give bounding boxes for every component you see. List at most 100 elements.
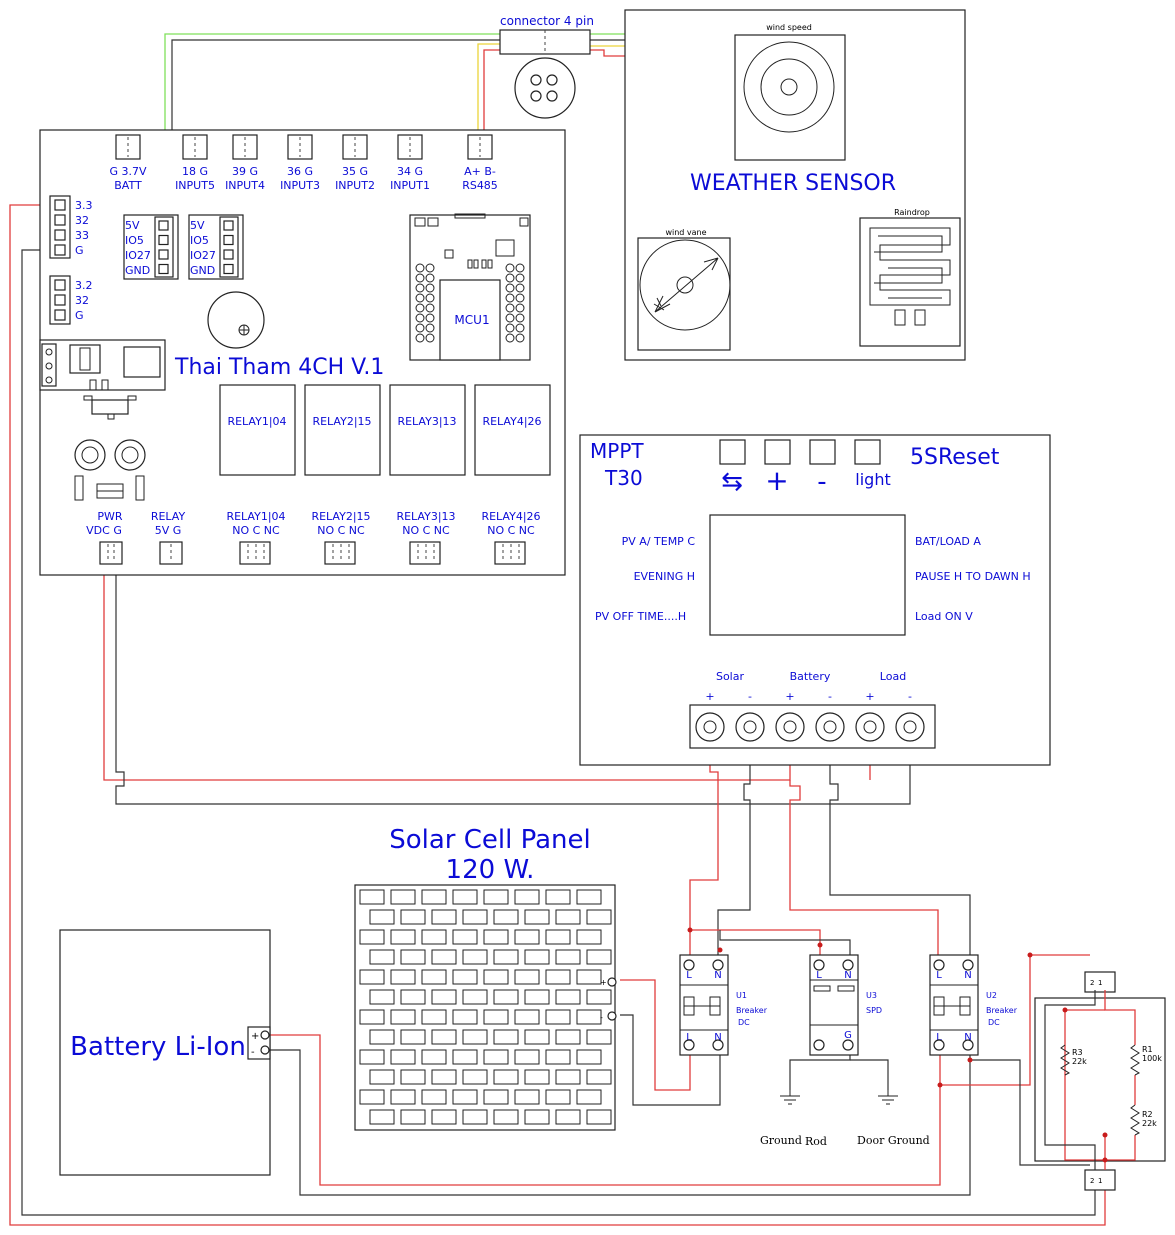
header-0 [115,134,141,160]
solar-cell [400,1029,426,1045]
solar-cell [493,949,519,965]
resistor-r3 [1060,1044,1071,1076]
header-label-4: 35 G [342,165,368,178]
solar-cell [576,1009,602,1025]
solar-cell [483,1009,509,1025]
solar-cell [576,1049,602,1065]
mppt-polarity-1: - [748,690,752,703]
solar-cell [390,929,416,945]
solar-cell [586,1069,612,1085]
solar-cell [576,1089,602,1105]
u1-name: Breaker [736,1006,768,1015]
u2-pin-top-1: L [936,970,942,981]
solar-cell [359,1009,385,1025]
solar-cell [524,1069,550,1085]
side-pin-bottom-1 [54,294,66,306]
solar-cell [390,889,416,905]
solar-cell [493,1109,519,1125]
solar-minus: - [600,1013,603,1022]
side-pin-bottom-0 [54,279,66,291]
solar-cell [586,989,612,1005]
side-pin-bottom-2 [54,309,66,321]
mppt-polarity-4: + [865,690,874,703]
resistor-r1 [1130,1044,1141,1076]
mppt-button-0[interactable] [719,439,746,465]
pwr-terminal [99,541,123,565]
relay-1 [219,384,296,476]
relay-3 [389,384,466,476]
solar-cell [586,909,612,925]
relay-terminal-pins-2: NO C NC [317,524,365,537]
resistor-r2 [1130,1104,1141,1136]
u2-pin-bottom-1: L [936,1032,942,1043]
io-label-0-3: GND [125,264,150,277]
relay-terminal-pins-1: NO C NC [232,524,280,537]
solar-cell [576,889,602,905]
raindrop-label: Raindrop [894,208,930,217]
solar-cell [462,1069,488,1085]
u2-pin-bottom-2: N [964,1032,971,1043]
io-pin-1-0 [223,220,234,231]
solar-cell [545,1089,571,1105]
pwr-label-2: VDC G [86,524,122,537]
solar-cell [369,989,395,1005]
weather-sensor: WEATHER SENSOR wind speed wind vane Rain… [624,9,966,361]
mppt-button-3[interactable] [854,439,881,465]
solar-cell [555,1069,581,1085]
relay-label-3: RELAY3|13 [397,415,456,428]
solar-cell [359,889,385,905]
mppt-terminal-block [689,704,936,749]
mppt-button-2[interactable] [809,439,836,465]
solar-cell [390,1089,416,1105]
solar-cell [452,969,478,985]
r3-label: R3 [1072,1048,1083,1057]
relay-terminal-name-2: RELAY2|15 [311,510,370,523]
mppt-screw-1 [735,712,765,742]
io-pin-1-1 [223,234,234,246]
mppt-polarity-5: - [908,690,912,703]
header-name-5: INPUT1 [390,179,430,192]
solar-cell [421,1049,447,1065]
io-pin-1-3 [223,263,234,275]
solar-cell [555,1109,581,1125]
u1-sub: DC [738,1018,750,1027]
capacitor-1 [74,439,106,471]
mppt-button-label-3: light [855,470,890,489]
relay-2 [304,384,381,476]
battery: Battery Li-Ion + - [59,929,271,1176]
side-pin-header-top [49,195,71,259]
solar-cell [462,909,488,925]
mppt-button-1[interactable] [764,439,791,465]
header-name-4: INPUT2 [335,179,375,192]
door-ground-label: Door Ground [857,1134,930,1147]
solar-cell [431,989,457,1005]
r1-value: 100k [1142,1054,1162,1063]
mppt-screw-5 [895,712,925,742]
io-label-1-3: GND [190,264,215,277]
solar-cell [555,1029,581,1045]
io-label-0-1: IO5 [125,234,144,247]
solar-cell [359,1049,385,1065]
solar-title: Solar Cell Panel [389,825,591,855]
voltage-divider: R1 100k R2 22k R3 22k 1 2 1 2 [1034,971,1166,1191]
solar-cell [359,1089,385,1105]
io-label-1-0: 5V [190,219,205,232]
solar-cell [586,1109,612,1125]
solar-cell [462,1029,488,1045]
solar-cell [483,969,509,985]
mppt-terminal-label-2: Load [880,670,906,683]
side-pin-top-label-1: 32 [75,214,89,227]
u3-pin-g: G [844,1030,852,1041]
solar-cell [493,1029,519,1045]
solar-cell [359,929,385,945]
relay-4 [474,384,551,476]
solar-cell [400,949,426,965]
solar-power: 120 W. [446,855,535,885]
solar-plus: + [600,978,607,987]
regulator [91,399,129,415]
solar-cell [483,889,509,905]
solar-cell [545,929,571,945]
solar-cell [576,969,602,985]
header-name-1: INPUT5 [175,179,215,192]
